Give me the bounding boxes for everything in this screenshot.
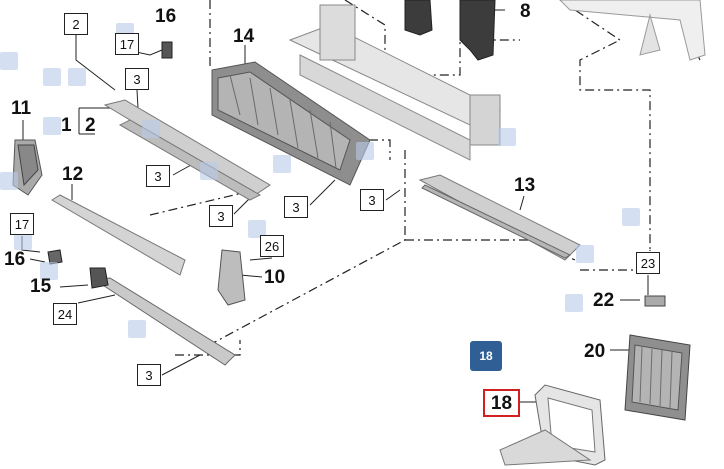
hotspot-marker[interactable]	[14, 232, 32, 250]
hotspot-marker[interactable]	[128, 320, 146, 338]
hotspot-marker[interactable]	[68, 68, 86, 86]
hotspot-marker[interactable]	[273, 155, 291, 173]
boxed-label-17[interactable]: 17	[115, 33, 139, 55]
hotspot-marker[interactable]	[43, 68, 61, 86]
callout-20[interactable]: 20	[584, 341, 606, 362]
boxed-label-3[interactable]: 3	[360, 189, 384, 211]
boxed-label-23[interactable]: 23	[636, 252, 660, 274]
boxed-label-24[interactable]: 24	[53, 303, 77, 325]
hotspot-marker[interactable]	[248, 220, 266, 238]
callout-16[interactable]: 16	[155, 6, 177, 27]
callout-12[interactable]: 12	[62, 164, 84, 185]
hotspot-marker[interactable]	[0, 52, 18, 70]
hotspot-marker[interactable]	[498, 128, 516, 146]
boxed-label-3[interactable]: 3	[125, 68, 149, 90]
callout-1[interactable]: 1	[61, 115, 72, 136]
hotspot-marker[interactable]	[576, 245, 594, 263]
hotspot-marker[interactable]	[356, 142, 374, 160]
callout-14[interactable]: 14	[233, 26, 255, 47]
highlighted-callout-18[interactable]: 18	[483, 389, 520, 417]
boxed-label-3[interactable]: 3	[284, 196, 308, 218]
callout-16[interactable]: 16	[4, 249, 26, 270]
callout-22[interactable]: 22	[593, 290, 615, 311]
boxed-label-26[interactable]: 26	[260, 235, 284, 257]
callout-13[interactable]: 13	[514, 175, 536, 196]
boxed-label-17[interactable]: 17	[10, 213, 34, 235]
hotspot-marker[interactable]	[622, 208, 640, 226]
callout-11[interactable]: 11	[11, 98, 32, 119]
boxed-label-3[interactable]: 3	[146, 165, 170, 187]
hotspot-marker[interactable]	[200, 162, 218, 180]
callout-2[interactable]: 2	[85, 115, 96, 136]
hotspot-marker[interactable]	[142, 120, 160, 138]
part-18-badge[interactable]: 18	[470, 341, 502, 371]
hotspot-marker[interactable]	[40, 262, 58, 280]
callout-15[interactable]: 15	[30, 276, 52, 297]
callout-10[interactable]: 10	[264, 267, 286, 288]
hotspot-marker[interactable]	[0, 172, 18, 190]
callout-8[interactable]: 8	[520, 1, 531, 22]
boxed-label-3[interactable]: 3	[137, 364, 161, 386]
hotspot-marker[interactable]	[43, 117, 61, 135]
boxed-label-3[interactable]: 3	[209, 205, 233, 227]
hotspot-marker[interactable]	[565, 294, 583, 312]
boxed-label-2[interactable]: 2	[64, 13, 88, 35]
